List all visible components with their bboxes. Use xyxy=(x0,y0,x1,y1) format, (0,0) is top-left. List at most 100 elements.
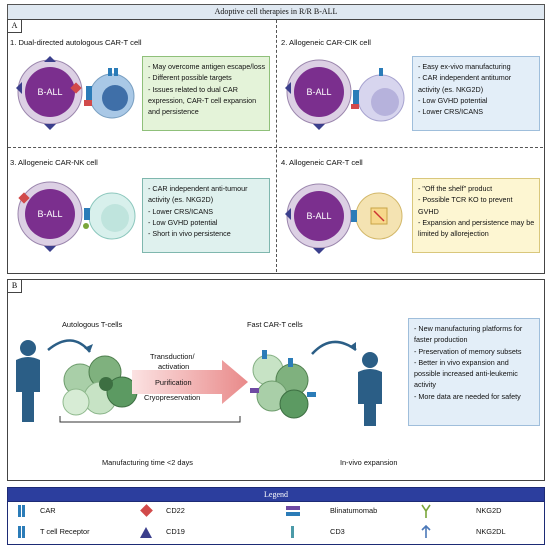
curved-arrow xyxy=(47,339,91,353)
cd3-legend-icon xyxy=(291,526,294,538)
in-vivo-label: In-vivo expansion xyxy=(340,458,398,467)
q1-bullet: - May overcome antigen escape/loss xyxy=(148,62,266,71)
q3-bullet: - Low GVHD potential xyxy=(148,217,218,227)
q1-title: 1. Dual-directed autologous CAR-T cell xyxy=(10,38,142,47)
q2-box: - Easy ex-vivo manufacturing - CAR indep… xyxy=(412,56,540,131)
b-all-label: B-ALL xyxy=(37,209,62,219)
nkg2d-legend-icon xyxy=(421,504,431,518)
legend-cd3: CD3 xyxy=(330,527,345,536)
car-icon xyxy=(86,86,92,100)
fast-car-t-label: Fast CAR-T cells xyxy=(247,320,303,329)
curved-arrow xyxy=(349,342,356,350)
car-icon xyxy=(262,350,267,359)
q2-title: 2. Allogeneic CAR-CIK cell xyxy=(281,38,371,47)
car-icon xyxy=(114,68,118,76)
panel-b-box: - New manufacturing platforms for faster… xyxy=(408,318,540,426)
car-icon xyxy=(379,68,383,76)
legend-icons xyxy=(18,504,431,538)
panel-b-illustration xyxy=(16,339,382,426)
cd19-icon xyxy=(285,82,291,94)
q4-bullet: - Expansion and persistence may be xyxy=(418,217,535,227)
process-arrow xyxy=(132,360,248,404)
q2-bullet: - Low GVHD potential xyxy=(418,95,488,105)
panel-b-bullet: - New manufacturing platforms for xyxy=(414,324,523,333)
figure-title: Adoptive cell therapies in R/R B-ALL xyxy=(7,4,545,20)
q4-illustration: B-ALL xyxy=(285,183,403,254)
manufacturing-time-label: Manufacturing time <2 days xyxy=(102,458,193,467)
b-all-cell-nucleus xyxy=(25,67,75,117)
panel-b-bullet: activity xyxy=(414,380,436,390)
car-icon xyxy=(351,210,357,222)
legend-cd19: CD19 xyxy=(166,527,185,536)
step-transduction: Transduction/ xyxy=(150,352,195,361)
autologous-label: Autologous T-cells xyxy=(62,320,123,329)
panel-b-bullet: - Better in vivo expansion and xyxy=(414,357,509,367)
person-icon xyxy=(20,340,36,356)
tcr-legend-icon xyxy=(22,526,25,538)
q3-bullet: - CAR independent anti-tumour xyxy=(148,184,248,193)
q1-bullet: - Different possible targets xyxy=(148,73,232,83)
panel-a-divider-v xyxy=(276,20,277,272)
car-icon xyxy=(288,358,293,367)
car-icon xyxy=(108,68,112,76)
car-legend-icon xyxy=(18,505,21,517)
nkg2d-icon xyxy=(83,223,89,229)
t-cell-nucleus xyxy=(99,377,113,391)
nk-nucleus xyxy=(101,204,129,232)
tcr-legend-icon xyxy=(18,526,21,538)
legend-body xyxy=(7,500,545,545)
q1-illustration: B-ALL xyxy=(16,56,135,130)
q3-bullet: - Lower CRS/ICANS xyxy=(148,206,214,216)
blinatumomab-legend-icon xyxy=(286,512,300,516)
legend-cd22: CD22 xyxy=(166,506,185,515)
q1-bullet: expression, CAR-T cell expansion xyxy=(148,95,257,105)
panel-b-bullet: possible increased anti-leukemic xyxy=(414,369,518,379)
panel-a-divider-h xyxy=(8,147,543,148)
car-icon xyxy=(84,208,90,220)
cd22-legend-icon xyxy=(140,504,153,517)
q3-bullet: activity (es. NKG2D) xyxy=(148,195,214,205)
q1-bullet: - Issues related to dual CAR xyxy=(148,84,238,94)
cik-nucleus xyxy=(371,88,399,116)
t-cell xyxy=(62,388,90,416)
q2-bullet: - Easy ex-vivo manufacturing xyxy=(418,62,511,71)
car-icon xyxy=(84,100,92,106)
q4-bullet: limited by allorejection xyxy=(418,229,489,239)
panel-b-bullet: - More data are needed for safety xyxy=(414,391,521,401)
legend-nkg2d: NKG2D xyxy=(476,506,502,515)
q2-bullet: - CAR independent antitumor xyxy=(418,73,512,83)
cd19-icon xyxy=(285,208,291,220)
b-all-label: B-ALL xyxy=(306,211,331,221)
curved-arrow xyxy=(84,344,93,352)
legend-blinatumomab: Blinatumomab xyxy=(330,506,378,515)
cd19-icon xyxy=(313,248,325,254)
b-all-cell-nucleus xyxy=(294,67,344,117)
q3-box: - CAR independent anti-tumour activity (… xyxy=(142,178,270,253)
q1-bullet: and persistence xyxy=(148,107,199,117)
cd19-icon xyxy=(44,246,56,252)
q4-title: 4. Allogeneic CAR-T cell xyxy=(281,158,363,167)
car-icon xyxy=(353,90,359,104)
car-icon xyxy=(307,392,316,397)
cd19-legend-icon xyxy=(140,527,152,538)
tcr-ko-icon xyxy=(373,210,385,222)
q4-bullet: - Possible TCR KO to prevent xyxy=(418,195,513,205)
panel-a xyxy=(7,19,545,274)
q3-bullet: - Short in vivo persistence xyxy=(148,229,231,239)
nkg2dl-legend-icon xyxy=(421,524,431,538)
legend-car: CAR xyxy=(40,506,56,515)
panel-a-tag: A xyxy=(7,19,22,33)
q2-bullet: - Lower CRS/ICANS xyxy=(418,107,484,117)
panel-b-bullet: faster production xyxy=(414,335,468,345)
q3-illustration: B-ALL xyxy=(17,181,136,252)
q3-title: 3. Allogeneic CAR-NK cell xyxy=(10,158,98,167)
q4-bullet: - "Off the shelf" product xyxy=(418,184,493,193)
car-icon xyxy=(250,388,259,393)
cd19-icon xyxy=(16,82,22,94)
q4-box: - "Off the shelf" product - Possible TCR… xyxy=(412,178,540,253)
legend-nkg2dl: NKG2DL xyxy=(476,527,506,536)
person-icon xyxy=(362,352,378,368)
step-cryopreservation: Cryopreservation xyxy=(144,393,201,402)
legend-title: Legend xyxy=(7,487,545,502)
manufacturing-bracket xyxy=(59,416,241,423)
